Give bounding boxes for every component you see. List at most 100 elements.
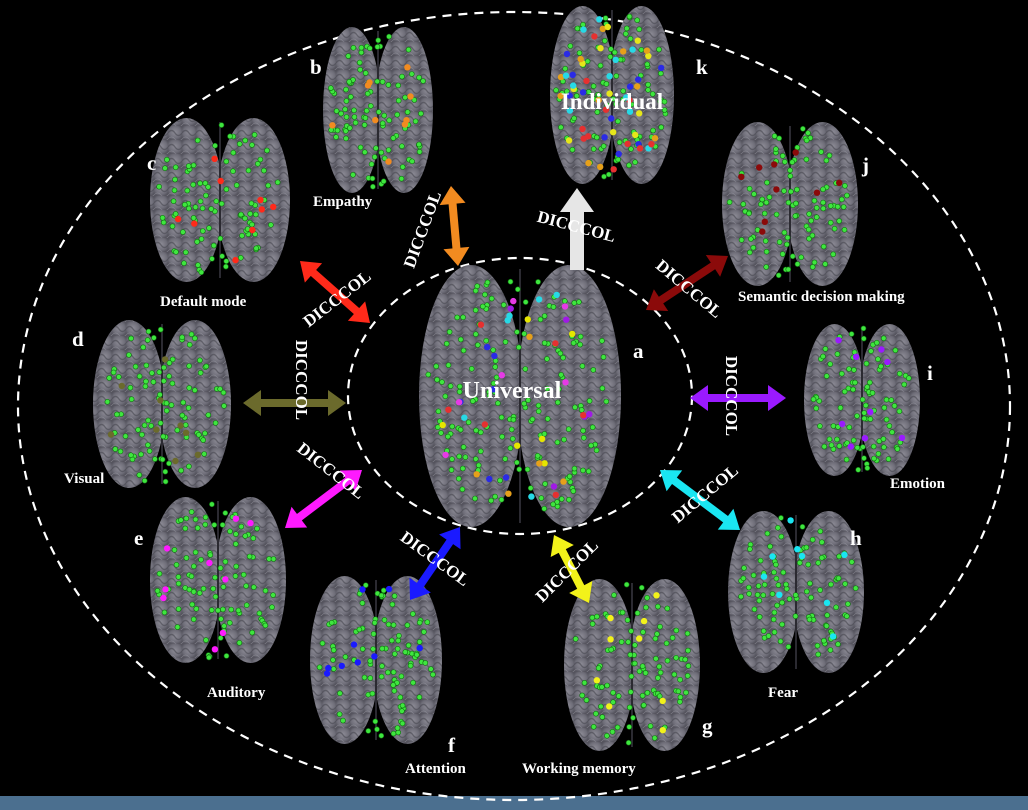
colored-node bbox=[162, 586, 169, 593]
green-node bbox=[647, 723, 654, 729]
green-node bbox=[343, 114, 350, 120]
green-node bbox=[373, 145, 379, 151]
green-node bbox=[593, 710, 599, 717]
green-node bbox=[364, 90, 371, 97]
green-node bbox=[274, 179, 281, 186]
green-node bbox=[534, 452, 541, 459]
colored-node bbox=[608, 115, 615, 122]
panel-letter-i: i bbox=[927, 361, 933, 385]
green-node bbox=[560, 354, 566, 361]
green-node bbox=[788, 188, 794, 195]
universal-label: Universal bbox=[463, 378, 562, 404]
colored-node bbox=[835, 337, 842, 344]
green-node bbox=[249, 221, 255, 228]
colored-node bbox=[597, 163, 604, 171]
green-node bbox=[191, 563, 197, 570]
green-node bbox=[238, 254, 244, 261]
green-node bbox=[378, 732, 385, 739]
green-node bbox=[787, 173, 794, 179]
green-node bbox=[371, 619, 378, 626]
green-node bbox=[193, 605, 200, 612]
green-node bbox=[844, 440, 850, 446]
green-node bbox=[624, 617, 631, 623]
green-node bbox=[615, 118, 621, 125]
green-node bbox=[769, 591, 776, 597]
colored-node bbox=[219, 629, 227, 637]
green-node bbox=[892, 347, 899, 354]
green-node bbox=[333, 108, 340, 114]
green-node bbox=[456, 388, 463, 395]
colored-node bbox=[597, 45, 604, 52]
green-node bbox=[754, 591, 761, 598]
green-node bbox=[781, 188, 787, 194]
green-node bbox=[144, 337, 151, 343]
green-node bbox=[434, 376, 440, 383]
green-node bbox=[446, 329, 453, 335]
green-node bbox=[203, 637, 209, 643]
colored-node bbox=[738, 173, 745, 180]
green-node bbox=[209, 255, 215, 262]
green-node bbox=[135, 426, 141, 433]
green-node bbox=[834, 436, 840, 443]
green-node bbox=[773, 575, 780, 582]
green-node bbox=[779, 153, 786, 159]
green-node bbox=[184, 187, 191, 194]
green-node bbox=[820, 186, 826, 193]
green-node bbox=[642, 670, 649, 676]
green-node bbox=[577, 333, 584, 340]
colored-node bbox=[659, 697, 666, 705]
green-node bbox=[161, 364, 167, 371]
green-node bbox=[219, 522, 226, 528]
colored-node bbox=[607, 636, 614, 643]
green-node bbox=[550, 304, 557, 310]
green-node bbox=[447, 383, 454, 389]
green-node bbox=[394, 111, 401, 118]
green-node bbox=[239, 232, 245, 239]
green-node bbox=[243, 583, 249, 589]
green-node bbox=[369, 175, 376, 182]
green-node bbox=[875, 450, 882, 457]
green-node bbox=[156, 183, 162, 190]
green-node bbox=[781, 159, 788, 165]
colored-node bbox=[486, 475, 493, 483]
green-node bbox=[626, 704, 633, 711]
green-node bbox=[399, 720, 406, 727]
colored-node bbox=[566, 107, 574, 114]
green-node bbox=[362, 115, 369, 121]
green-node bbox=[385, 621, 392, 628]
green-node bbox=[760, 592, 767, 599]
green-node bbox=[866, 379, 873, 386]
left-hemisphere bbox=[150, 497, 221, 663]
green-node bbox=[881, 444, 887, 451]
green-node bbox=[358, 49, 365, 56]
green-node bbox=[758, 201, 764, 207]
green-node bbox=[677, 694, 684, 701]
green-node bbox=[864, 384, 871, 390]
colored-node bbox=[634, 37, 641, 44]
colored-node bbox=[455, 399, 463, 406]
green-node bbox=[460, 444, 467, 450]
green-node bbox=[416, 149, 423, 155]
green-node bbox=[148, 422, 154, 429]
green-node bbox=[841, 227, 848, 233]
green-node bbox=[867, 416, 874, 422]
green-node bbox=[128, 452, 134, 459]
colored-node bbox=[407, 93, 414, 100]
green-node bbox=[684, 630, 691, 637]
green-node bbox=[490, 347, 497, 353]
green-node bbox=[570, 340, 577, 346]
green-node bbox=[160, 219, 167, 226]
green-node bbox=[806, 616, 813, 623]
green-node bbox=[794, 186, 800, 193]
green-node bbox=[371, 154, 378, 160]
green-node bbox=[433, 363, 440, 370]
green-node bbox=[597, 62, 604, 69]
green-node bbox=[385, 82, 392, 88]
green-node bbox=[254, 161, 261, 167]
colored-node bbox=[247, 519, 254, 527]
right-hemisphere bbox=[217, 118, 290, 282]
green-node bbox=[572, 636, 579, 642]
green-node bbox=[580, 434, 587, 441]
green-node bbox=[141, 422, 148, 429]
green-node bbox=[262, 587, 269, 594]
